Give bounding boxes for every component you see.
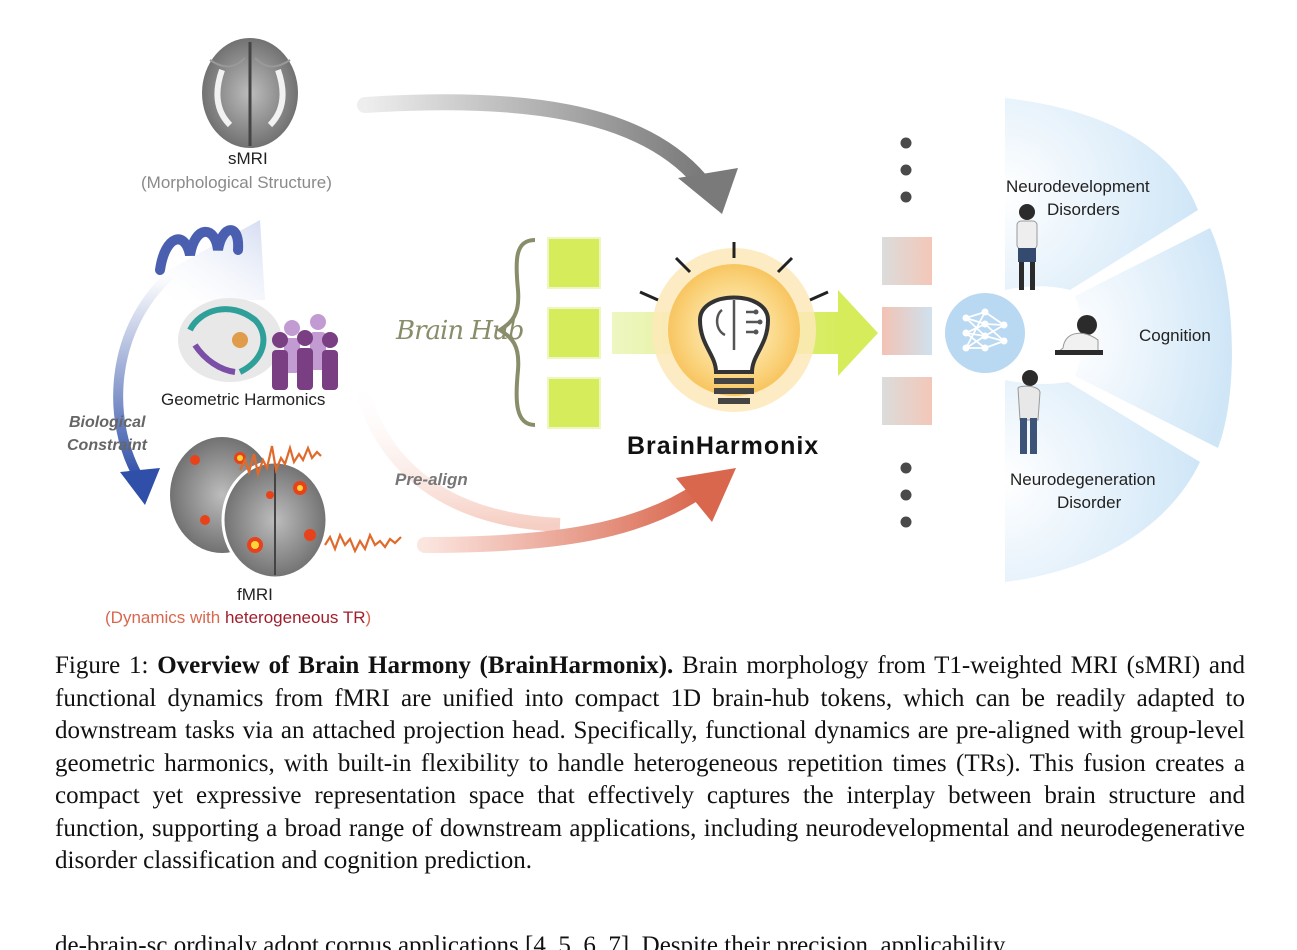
fan-segment-neurodegeneration	[1005, 380, 1200, 582]
token-2	[547, 307, 601, 359]
child-person-icon	[1016, 204, 1038, 290]
diagram-canvas	[113, 38, 1232, 582]
outcome-neurodegeneration-1: Neurodegeneration	[1010, 470, 1156, 489]
ellipsis-dots-bottom	[900, 462, 912, 528]
token-1	[547, 237, 601, 289]
fmri-subtitle-suffix: )	[365, 608, 372, 627]
outcome-cognition: Cognition	[1139, 326, 1211, 345]
pre-align-label: Pre-align	[395, 470, 468, 489]
outcome-neurodevelopment-1: Neurodevelopment	[1006, 177, 1150, 196]
outcome-neurodegeneration-2: Disorder	[1057, 493, 1122, 512]
lightbulb-icon	[639, 242, 829, 412]
caption-body: Brain morphology from T1-weighted MRI (s…	[55, 652, 1246, 874]
token-3	[547, 377, 601, 429]
figure-label: Figure 1:	[55, 652, 149, 679]
output-token-2	[882, 307, 932, 355]
fmri-arrow	[417, 482, 708, 553]
ellipsis-dots-top	[900, 137, 912, 203]
geometric-harmonics-label: Geometric Harmonics	[161, 390, 326, 409]
output-token-3	[882, 377, 932, 425]
fan-segment-neurodevelopment	[1005, 98, 1198, 290]
model-name-label: BrainHarmonix	[627, 432, 820, 460]
smri-brain-icon	[202, 38, 298, 148]
constraint-arrowhead	[120, 468, 160, 505]
fmri-signal-right	[324, 532, 402, 554]
geometric-harmonics-icon	[150, 220, 338, 390]
constraint-arrow	[113, 271, 174, 483]
fmri-subtitle: (Dynamics with heterogeneous TR)	[105, 608, 371, 628]
seated-person-icon	[1055, 315, 1103, 355]
fmri-title: fMRI	[237, 585, 273, 604]
brain-hub-label: Brain Hub	[396, 316, 524, 346]
elderly-person-icon	[1017, 370, 1041, 454]
biological-constraint-label-2: Constraint	[67, 437, 147, 454]
fmri-subtitle-highlight: heterogeneous TR	[224, 608, 366, 627]
smri-title: sMRI	[228, 149, 268, 168]
prealign-arc	[353, 378, 561, 532]
output-token-1	[882, 237, 932, 285]
green-arrowhead	[838, 290, 878, 376]
fmri-subtitle-prefix: (Dynamics with	[105, 608, 225, 627]
fan-segment-cognition	[1075, 228, 1232, 448]
biological-constraint-label-1: Biological	[69, 414, 146, 431]
brain-hub-brace	[496, 238, 536, 427]
caption-title: Overview of Brain Harmony (BrainHarmonix…	[157, 652, 674, 679]
projection-head-icon	[945, 293, 1025, 373]
figure-caption: Figure 1: Overview of Brain Harmony (Bra…	[55, 650, 1245, 878]
outcome-neurodevelopment-2: Disorders	[1047, 200, 1120, 219]
smri-arrow	[357, 94, 708, 188]
figure-diagram: sMRI (Morphological Structure) Geometric…	[67, 38, 1232, 628]
partial-body-text: de-brain-sc ordinaly adopt corpus applic…	[55, 932, 1006, 950]
fmri-signal-top	[239, 444, 322, 479]
smri-subtitle: (Morphological Structure)	[141, 173, 332, 192]
fmri-arrowhead	[676, 468, 736, 522]
smri-arrowhead	[678, 168, 738, 214]
